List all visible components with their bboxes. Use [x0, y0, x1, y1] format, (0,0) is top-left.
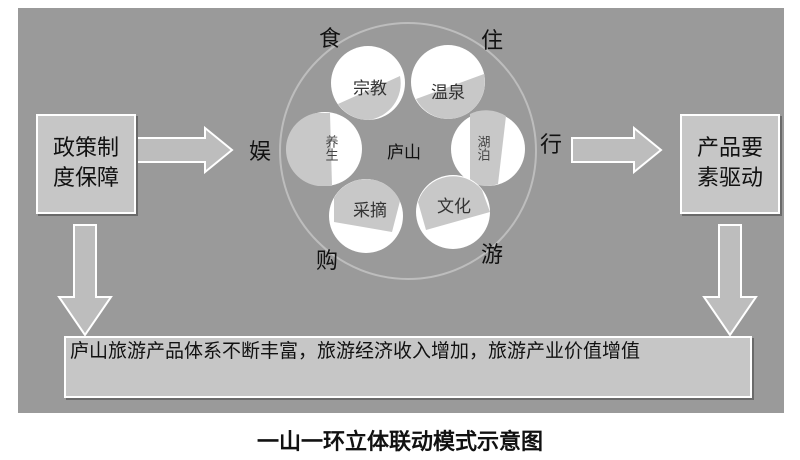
petal-picking: [329, 179, 403, 253]
arrow-left-down: [57, 224, 113, 337]
petal-health: [285, 112, 362, 186]
petal-culture: [416, 175, 490, 249]
outer-ring: [279, 22, 537, 280]
left-box-policy: 政策制 度保障: [36, 114, 136, 214]
petal-label-health: 养生: [323, 134, 339, 161]
arrow-center-to-right: [571, 125, 663, 175]
left-box-line2: 度保障: [52, 166, 119, 191]
center-label: 庐山: [387, 143, 421, 163]
label-tour: 游: [481, 243, 503, 268]
right-box-line1: 产品要: [696, 136, 763, 161]
label-shopping: 购: [316, 249, 338, 274]
petal-label-religion: 宗教: [353, 79, 387, 99]
label-food: 食: [319, 27, 341, 52]
petal-label-hot-spring: 温泉: [431, 83, 465, 103]
arrow-left-to-center: [135, 125, 234, 175]
petal-label-lake: 湖泊: [475, 135, 491, 161]
right-box-line2: 素驱动: [696, 166, 763, 191]
figure-caption: 一山一环立体联动模式示意图: [256, 430, 543, 455]
petal-lake: [451, 110, 525, 186]
petal-religion: [331, 46, 405, 120]
label-entertainment: 娱: [249, 140, 271, 165]
right-box-product: 产品要 素驱动: [680, 114, 780, 214]
petal-label-picking: 采摘: [353, 201, 387, 221]
petal-hot-spring: [411, 45, 485, 119]
arrow-right-down: [702, 224, 758, 337]
bottom-result-box: [64, 336, 752, 398]
label-stay: 住: [481, 29, 503, 54]
bottom-result-text: 庐山旅游产品体系不断丰富，旅游经济收入增加，旅游产业价值增值: [70, 340, 641, 362]
left-box-line1: 政策制: [52, 136, 119, 161]
petal-label-culture: 文化: [437, 197, 471, 217]
label-travel: 行: [540, 133, 562, 158]
